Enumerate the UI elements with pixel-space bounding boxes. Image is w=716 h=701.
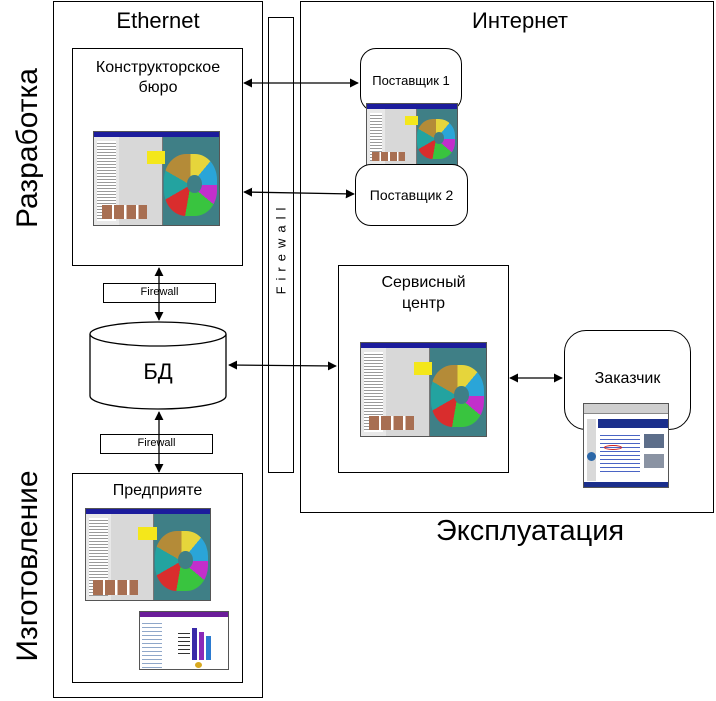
supplier-2-node [355, 164, 468, 226]
schedule-chart-screenshot-icon [139, 611, 229, 670]
database-cylinder-icon [89, 321, 227, 410]
service-center-title: Сервисный центр [381, 274, 466, 312]
enterprise-title: Предприяте [112, 482, 203, 499]
web-page-screenshot-icon [583, 403, 669, 488]
design-bureau-title: Конструкторское бюро [95, 59, 221, 96]
arrow-database-service [228, 360, 337, 371]
cad-screenshot-icon [93, 131, 220, 226]
customer-label: Заказчик [594, 370, 661, 387]
ethernet-title: Ethernet [116, 8, 200, 33]
database-label: БД [143, 359, 173, 384]
service-cad-screenshot-icon [360, 342, 487, 437]
supplier-1-label: Поставщик 1 [372, 73, 450, 88]
arrow-bureau-supplier-2 [243, 187, 355, 199]
firewall-vertical [268, 17, 294, 473]
supplier-2-label: Поставщик 2 [369, 187, 454, 203]
enterprise-cad-screenshot-icon [85, 508, 211, 601]
supplier-cad-screenshot-icon [366, 103, 458, 166]
internet-title: Интернет [472, 8, 568, 33]
operation-label: Эксплуатация [435, 515, 625, 547]
